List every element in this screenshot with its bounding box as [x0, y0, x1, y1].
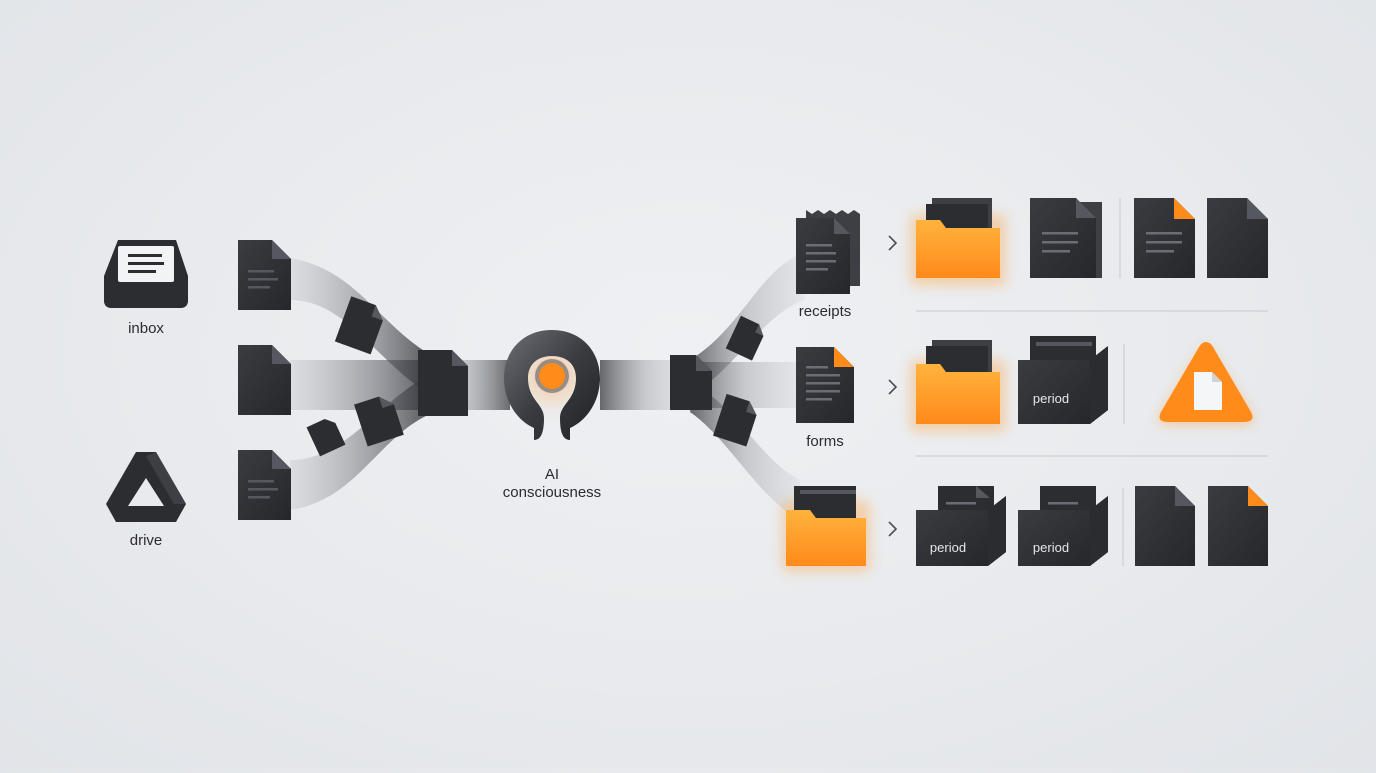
receipt-icon	[796, 210, 860, 294]
flying-document-icon	[334, 296, 383, 355]
document-icon	[238, 450, 291, 520]
left-flow-ribbons	[290, 258, 510, 510]
right-flow-ribbons	[600, 255, 805, 520]
archive-box-icon	[1018, 336, 1108, 424]
document-icon	[1207, 198, 1268, 278]
period-label: period	[1033, 391, 1069, 406]
document-icon	[670, 355, 712, 410]
merged-document-icon	[418, 350, 468, 416]
folder-icon	[910, 340, 1006, 432]
flying-document-icon	[354, 396, 404, 447]
flying-document-icon	[713, 393, 757, 447]
flow-ribbon-to-folder	[690, 385, 800, 520]
period-label: period	[930, 540, 966, 555]
form-document-icon	[796, 347, 854, 423]
archive-box-icon	[916, 486, 1006, 566]
forms-label: forms	[806, 433, 844, 450]
document-stack-icon	[1030, 198, 1102, 278]
drive-label: drive	[130, 532, 163, 549]
chevron-right-icon	[888, 235, 898, 251]
flow-ribbon-bottom	[290, 370, 440, 510]
document-icon	[1135, 486, 1195, 566]
flow-ribbon-out-of-hub	[600, 360, 690, 410]
period-label: period	[1033, 540, 1069, 555]
flow-ribbon-to-forms	[690, 362, 800, 408]
receipts-label: receipts	[799, 303, 852, 320]
chevron-right-icon	[888, 521, 898, 537]
flying-document-icon	[306, 418, 346, 457]
warning-icon	[1158, 342, 1254, 424]
archive-box-icon	[1018, 486, 1108, 566]
folder-icon	[782, 486, 870, 572]
drive-icon	[106, 452, 186, 522]
inbox-icon	[104, 240, 188, 308]
folder-icon	[910, 198, 1006, 286]
document-icon	[1208, 486, 1268, 566]
inbox-label: inbox	[128, 320, 164, 337]
document-icon	[238, 345, 291, 415]
flying-document-icon	[725, 315, 764, 361]
hub-label-line1: AI	[545, 466, 559, 483]
hub-label-line2: consciousness	[503, 484, 601, 501]
document-icon	[1134, 198, 1195, 278]
document-icon	[238, 240, 291, 310]
ai-core-icon	[504, 330, 600, 440]
chevron-right-icon	[888, 379, 898, 395]
